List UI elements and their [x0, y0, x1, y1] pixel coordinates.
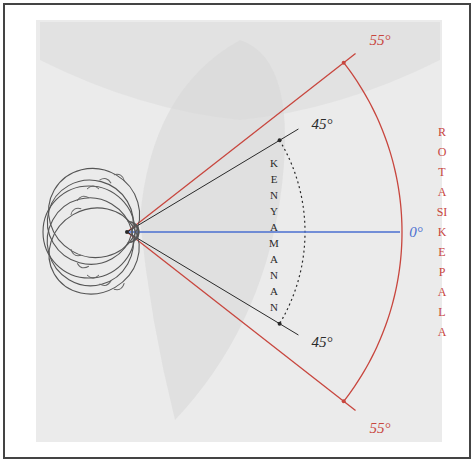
head-outline — [37, 167, 151, 280]
angle-label: 0° — [409, 225, 423, 240]
angle-label: 55° — [370, 421, 391, 436]
rotation-limit-line — [127, 232, 356, 411]
angle-label: 55° — [370, 33, 391, 48]
vertical-label: ROTASI KEPALA — [436, 122, 448, 342]
center-line — [127, 231, 400, 232]
arc-end-dot — [342, 61, 346, 65]
head-outline — [37, 184, 151, 297]
angle-label: 45° — [312, 117, 333, 132]
rotation-limit-line — [127, 53, 356, 232]
head-outline — [31, 150, 160, 278]
frame — [4, 4, 470, 458]
photo-ground — [36, 20, 442, 442]
head-outlines — [31, 150, 160, 314]
watermark — [140, 40, 285, 420]
vertical-label: KENYAMANAN — [269, 155, 280, 315]
pivot-dot — [125, 230, 129, 234]
angle-label: 45° — [312, 335, 333, 350]
arc-end-dot — [342, 399, 346, 403]
